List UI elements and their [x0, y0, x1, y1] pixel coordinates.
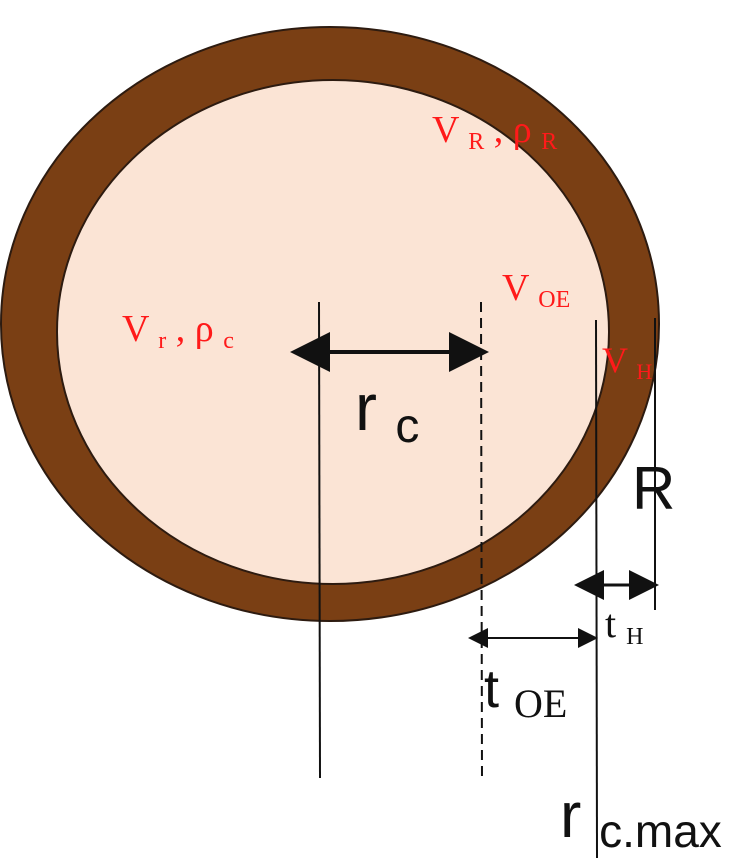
- label-voe-sub: OE: [538, 287, 570, 313]
- label-vr-c-main: V: [122, 308, 150, 350]
- center-guide-line: [318, 301, 321, 779]
- label-vh: V H: [602, 340, 652, 384]
- label-vr-rest: , ρ: [494, 109, 532, 151]
- label-toe: t OE: [484, 659, 567, 726]
- label-voe-main: V: [502, 267, 530, 309]
- label-toe-main: t: [484, 659, 499, 719]
- label-vh-sub: H: [636, 359, 652, 384]
- label-th-main: t: [605, 601, 616, 646]
- label-rcmax-sub: c.max: [599, 805, 722, 857]
- label-rc-sub: c: [395, 400, 419, 453]
- label-vr-sub: R: [468, 129, 484, 155]
- label-rcmax-main: r: [560, 779, 581, 851]
- label-vr-rest-sub: R: [541, 129, 557, 155]
- max-core-guide-line: [595, 319, 598, 859]
- label-rcmax: r c.max: [560, 779, 722, 857]
- label-vr-rhor: V R , ρ R: [432, 109, 557, 155]
- label-toe-sub: OE: [514, 681, 567, 726]
- label-vr-c-rest-sub: c: [223, 328, 234, 354]
- label-th-sub: H: [626, 624, 643, 650]
- label-vr-main: V: [432, 109, 460, 151]
- label-vh-main: V: [602, 340, 628, 380]
- label-vr-c-rest: , ρ: [176, 308, 214, 350]
- label-vr-rhoc: V r , ρ c: [122, 308, 234, 354]
- label-th: t H: [605, 601, 643, 650]
- label-rc: r c: [355, 370, 419, 453]
- label-r: R: [632, 455, 675, 522]
- label-voe: V OE: [502, 267, 570, 313]
- label-rc-main: r: [355, 370, 377, 444]
- label-vr-c-sub: r: [158, 328, 166, 354]
